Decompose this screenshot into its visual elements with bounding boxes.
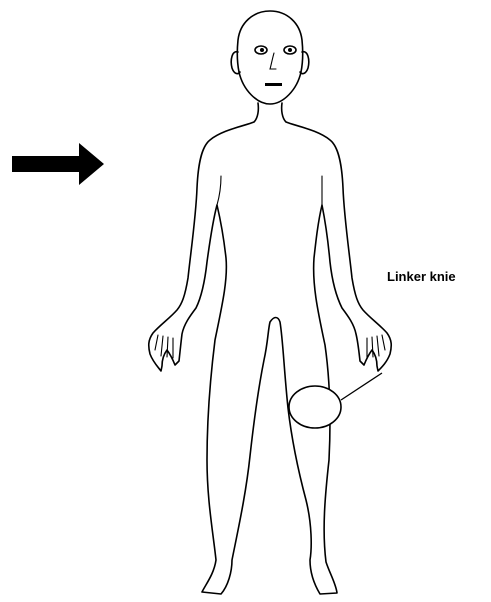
- right-arrow-icon: [12, 143, 104, 185]
- left-pupil: [260, 48, 264, 52]
- knee-label: Linker knie: [387, 269, 456, 284]
- head: [237, 11, 302, 104]
- right-pupil: [288, 48, 292, 52]
- knee-marker: [289, 386, 341, 428]
- mouth: [265, 83, 282, 86]
- body-outline: [149, 103, 391, 594]
- knee-leader-line: [341, 373, 382, 400]
